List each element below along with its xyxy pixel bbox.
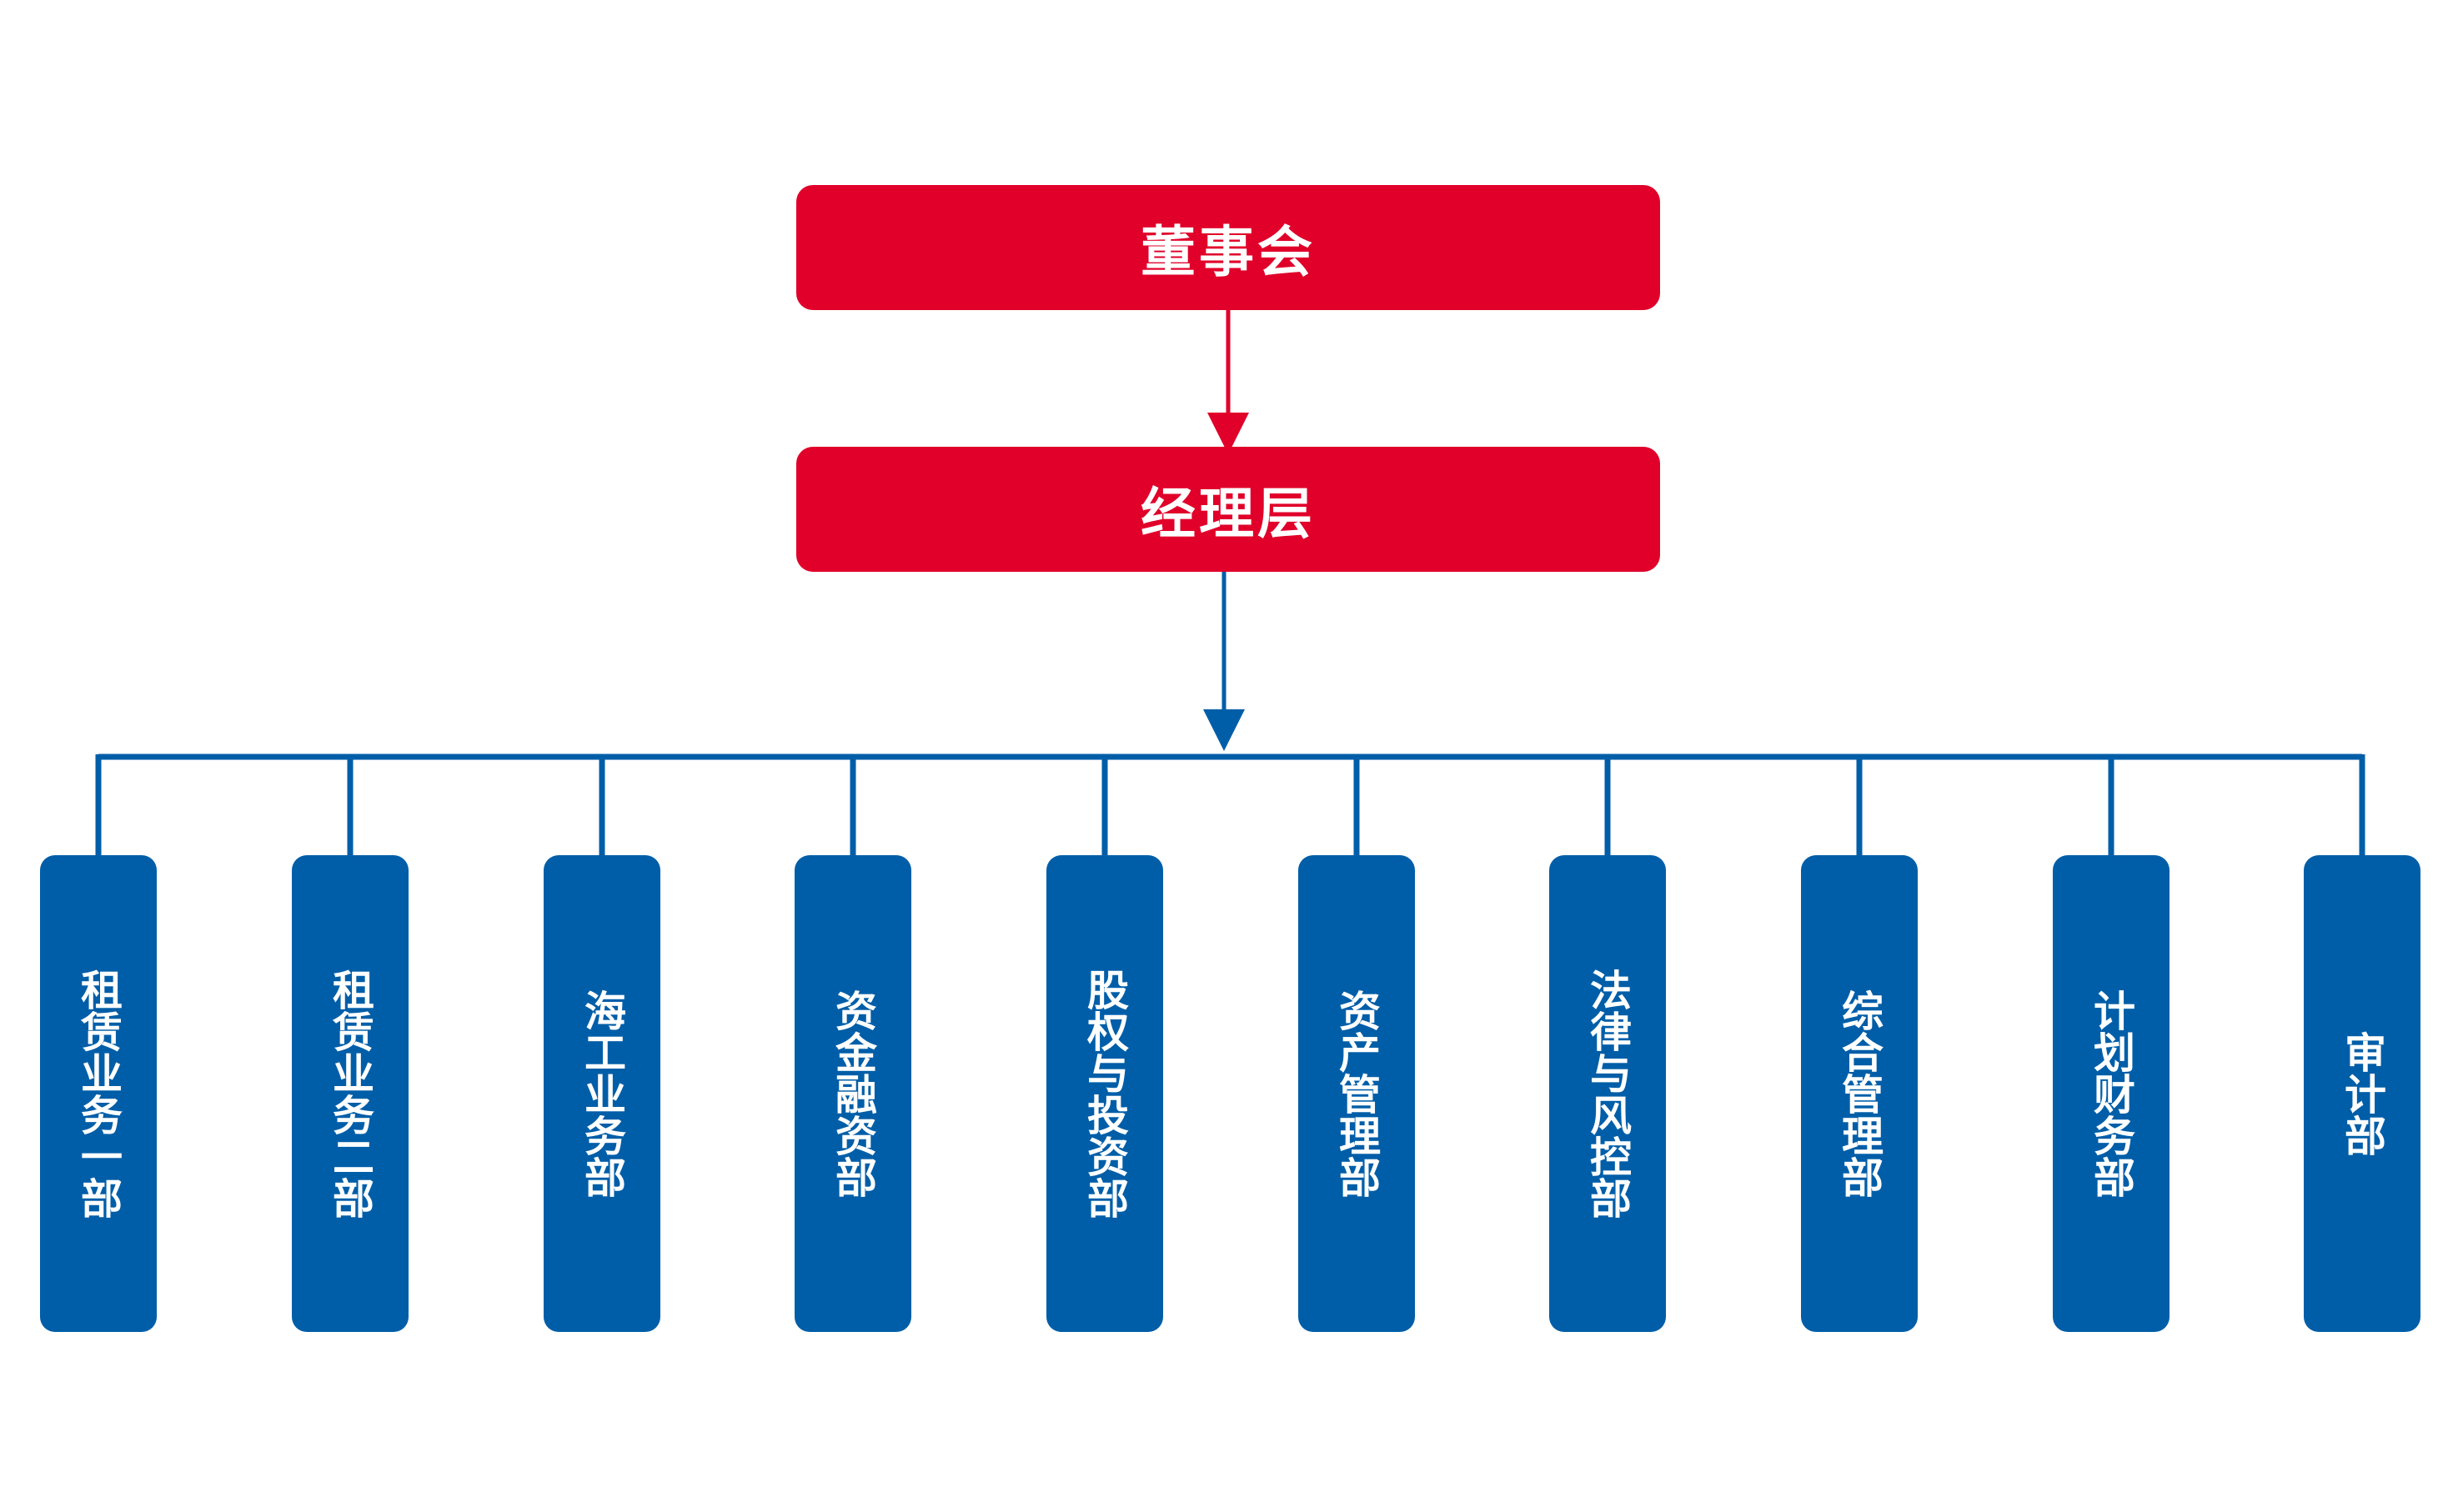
department-label: 租赁业务二部 xyxy=(326,969,374,1219)
board-label: 董事会 xyxy=(1141,220,1316,284)
department-box: 海工业务部 xyxy=(544,855,660,1332)
board-of-directors-box: 董事会 xyxy=(796,185,1660,310)
department-label: 法律与风控部 xyxy=(1583,969,1632,1219)
management-box: 经理层 xyxy=(796,447,1660,572)
management-label: 经理层 xyxy=(1141,482,1316,546)
department-box: 资金融资部 xyxy=(795,855,911,1332)
department-label: 海工业务部 xyxy=(578,989,626,1198)
department-label: 综合管理部 xyxy=(1835,989,1884,1198)
department-label: 资产管理部 xyxy=(1332,989,1381,1198)
department-connector-group xyxy=(95,753,2365,859)
department-box: 计划财务部 xyxy=(2053,855,2170,1332)
department-label: 资金融资部 xyxy=(829,989,877,1198)
department-label: 股权与投资部 xyxy=(1081,969,1129,1219)
department-box: 租赁业务一部 xyxy=(40,855,157,1332)
department-box: 法律与风控部 xyxy=(1549,855,1666,1332)
department-box: 资产管理部 xyxy=(1298,855,1415,1332)
department-label: 审计部 xyxy=(2338,1031,2386,1156)
department-label: 租赁业务一部 xyxy=(74,969,123,1219)
department-label: 计划财务部 xyxy=(2087,989,2135,1198)
department-box: 审计部 xyxy=(2304,855,2420,1332)
department-box: 综合管理部 xyxy=(1801,855,1918,1332)
department-box: 股权与投资部 xyxy=(1046,855,1163,1332)
department-box: 租赁业务二部 xyxy=(292,855,409,1332)
